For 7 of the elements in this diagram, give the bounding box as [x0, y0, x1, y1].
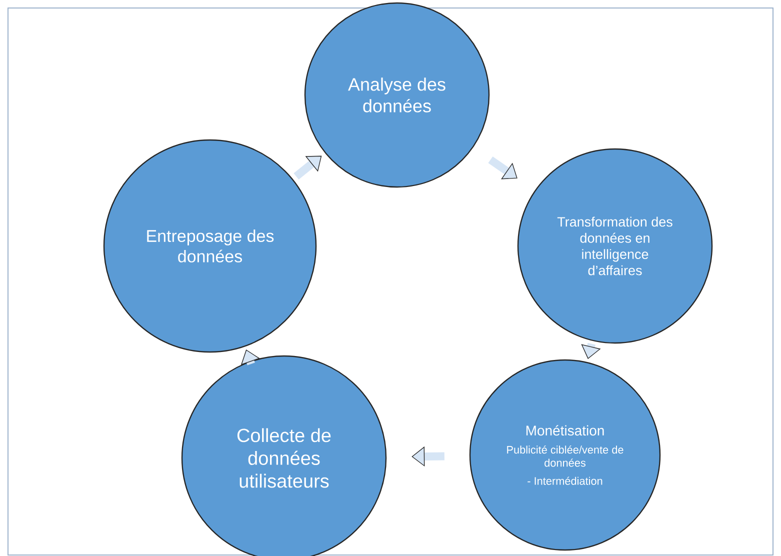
circle-node: Transformation des données en intelligence d’affaires	[517, 148, 713, 344]
circle-node: Analyse des données	[304, 2, 490, 188]
circle-node: Collecte de données utilisateurs	[181, 355, 387, 556]
block-arrow	[294, 156, 322, 180]
circle-node: Monétisation Publicité ciblée/vente de données - Intermédiation	[469, 359, 661, 551]
circle-node: Entreposage des données	[103, 139, 317, 353]
block-arrow	[488, 156, 518, 180]
